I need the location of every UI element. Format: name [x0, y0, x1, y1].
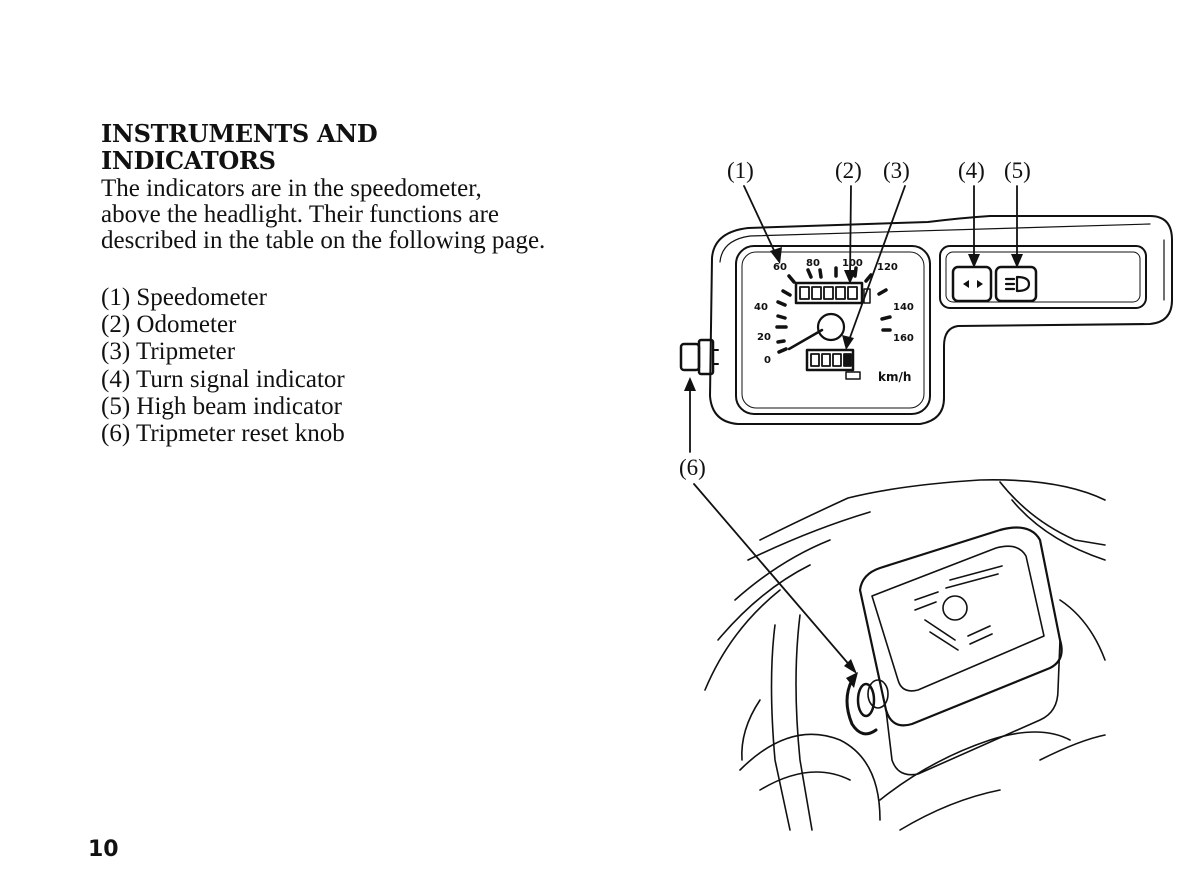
cockpit-illustration	[704, 479, 1106, 831]
heading-line: INSTRUMENTS AND	[101, 119, 378, 148]
legend-item-odometer: (2) Odometer	[101, 311, 237, 339]
dial-number: 160	[893, 333, 914, 344]
high-beam-indicator	[994, 265, 1038, 303]
dial-number: 40	[754, 302, 768, 313]
legend-item-turn-signal: (4) Turn signal indicator	[101, 365, 345, 393]
legend-item-reset-knob: (6) Tripmeter reset knob	[101, 420, 345, 448]
dial-number: 120	[877, 262, 898, 273]
body-line: The indicators are in the speedometer,	[101, 175, 482, 202]
callout-6: (6)	[679, 455, 706, 480]
dial-number: 140	[893, 302, 914, 313]
callout-2: (2)	[835, 158, 862, 183]
callout-3: (3)	[883, 158, 910, 183]
tripmeter-reset-knob	[679, 338, 719, 376]
high-beam-icon	[1004, 275, 1031, 293]
instrument-box	[858, 526, 1063, 727]
housing-outline	[709, 215, 1173, 425]
leader-lines	[684, 185, 1023, 674]
heading-line: INDICATORS	[101, 146, 276, 175]
housing-inner-lip	[719, 223, 1165, 301]
speed-unit-label: km/h	[878, 370, 911, 384]
legend-item-speedometer: (1) Speedometer	[101, 284, 267, 311]
body-paragraph: The indicators are in the speedometer, a…	[101, 176, 617, 254]
legend-item-tripmeter: (3) Tripmeter	[101, 338, 236, 366]
odometer-display	[794, 281, 871, 305]
callout-1: (1)	[727, 158, 754, 183]
turn-signal-arrows-icon	[963, 280, 983, 288]
callout-legend: (1) Speedometer (2) Odometer (3) Tripmet…	[101, 284, 345, 447]
dial-number: 100	[842, 258, 863, 269]
dial-number: 60	[773, 262, 787, 273]
section-heading: INSTRUMENTS AND INDICATORS	[101, 119, 378, 175]
dial-number: 20	[757, 332, 771, 343]
tripmeter-display	[805, 348, 861, 380]
speedometer: 0 20 40 60 80 100 120 140 160 km/h	[735, 245, 931, 415]
legend-item-high-beam: (5) High beam indicator	[101, 392, 342, 420]
callout-4: (4)	[958, 158, 985, 183]
dial-ticks	[775, 266, 892, 354]
callout-5: (5)	[1004, 158, 1031, 183]
speedometer-face	[735, 245, 931, 415]
body-line: above the headlight. Their functions are	[101, 201, 500, 228]
indicator-panel	[939, 245, 1147, 309]
turn-signal-indicator	[951, 265, 993, 303]
dial-number: 80	[806, 258, 820, 269]
page-number: 10	[88, 837, 119, 862]
body-line: described in the table on the following …	[101, 227, 546, 254]
needle-hub	[816, 312, 846, 342]
dial-number: 0	[764, 355, 771, 366]
speedometer-needle	[787, 328, 824, 351]
